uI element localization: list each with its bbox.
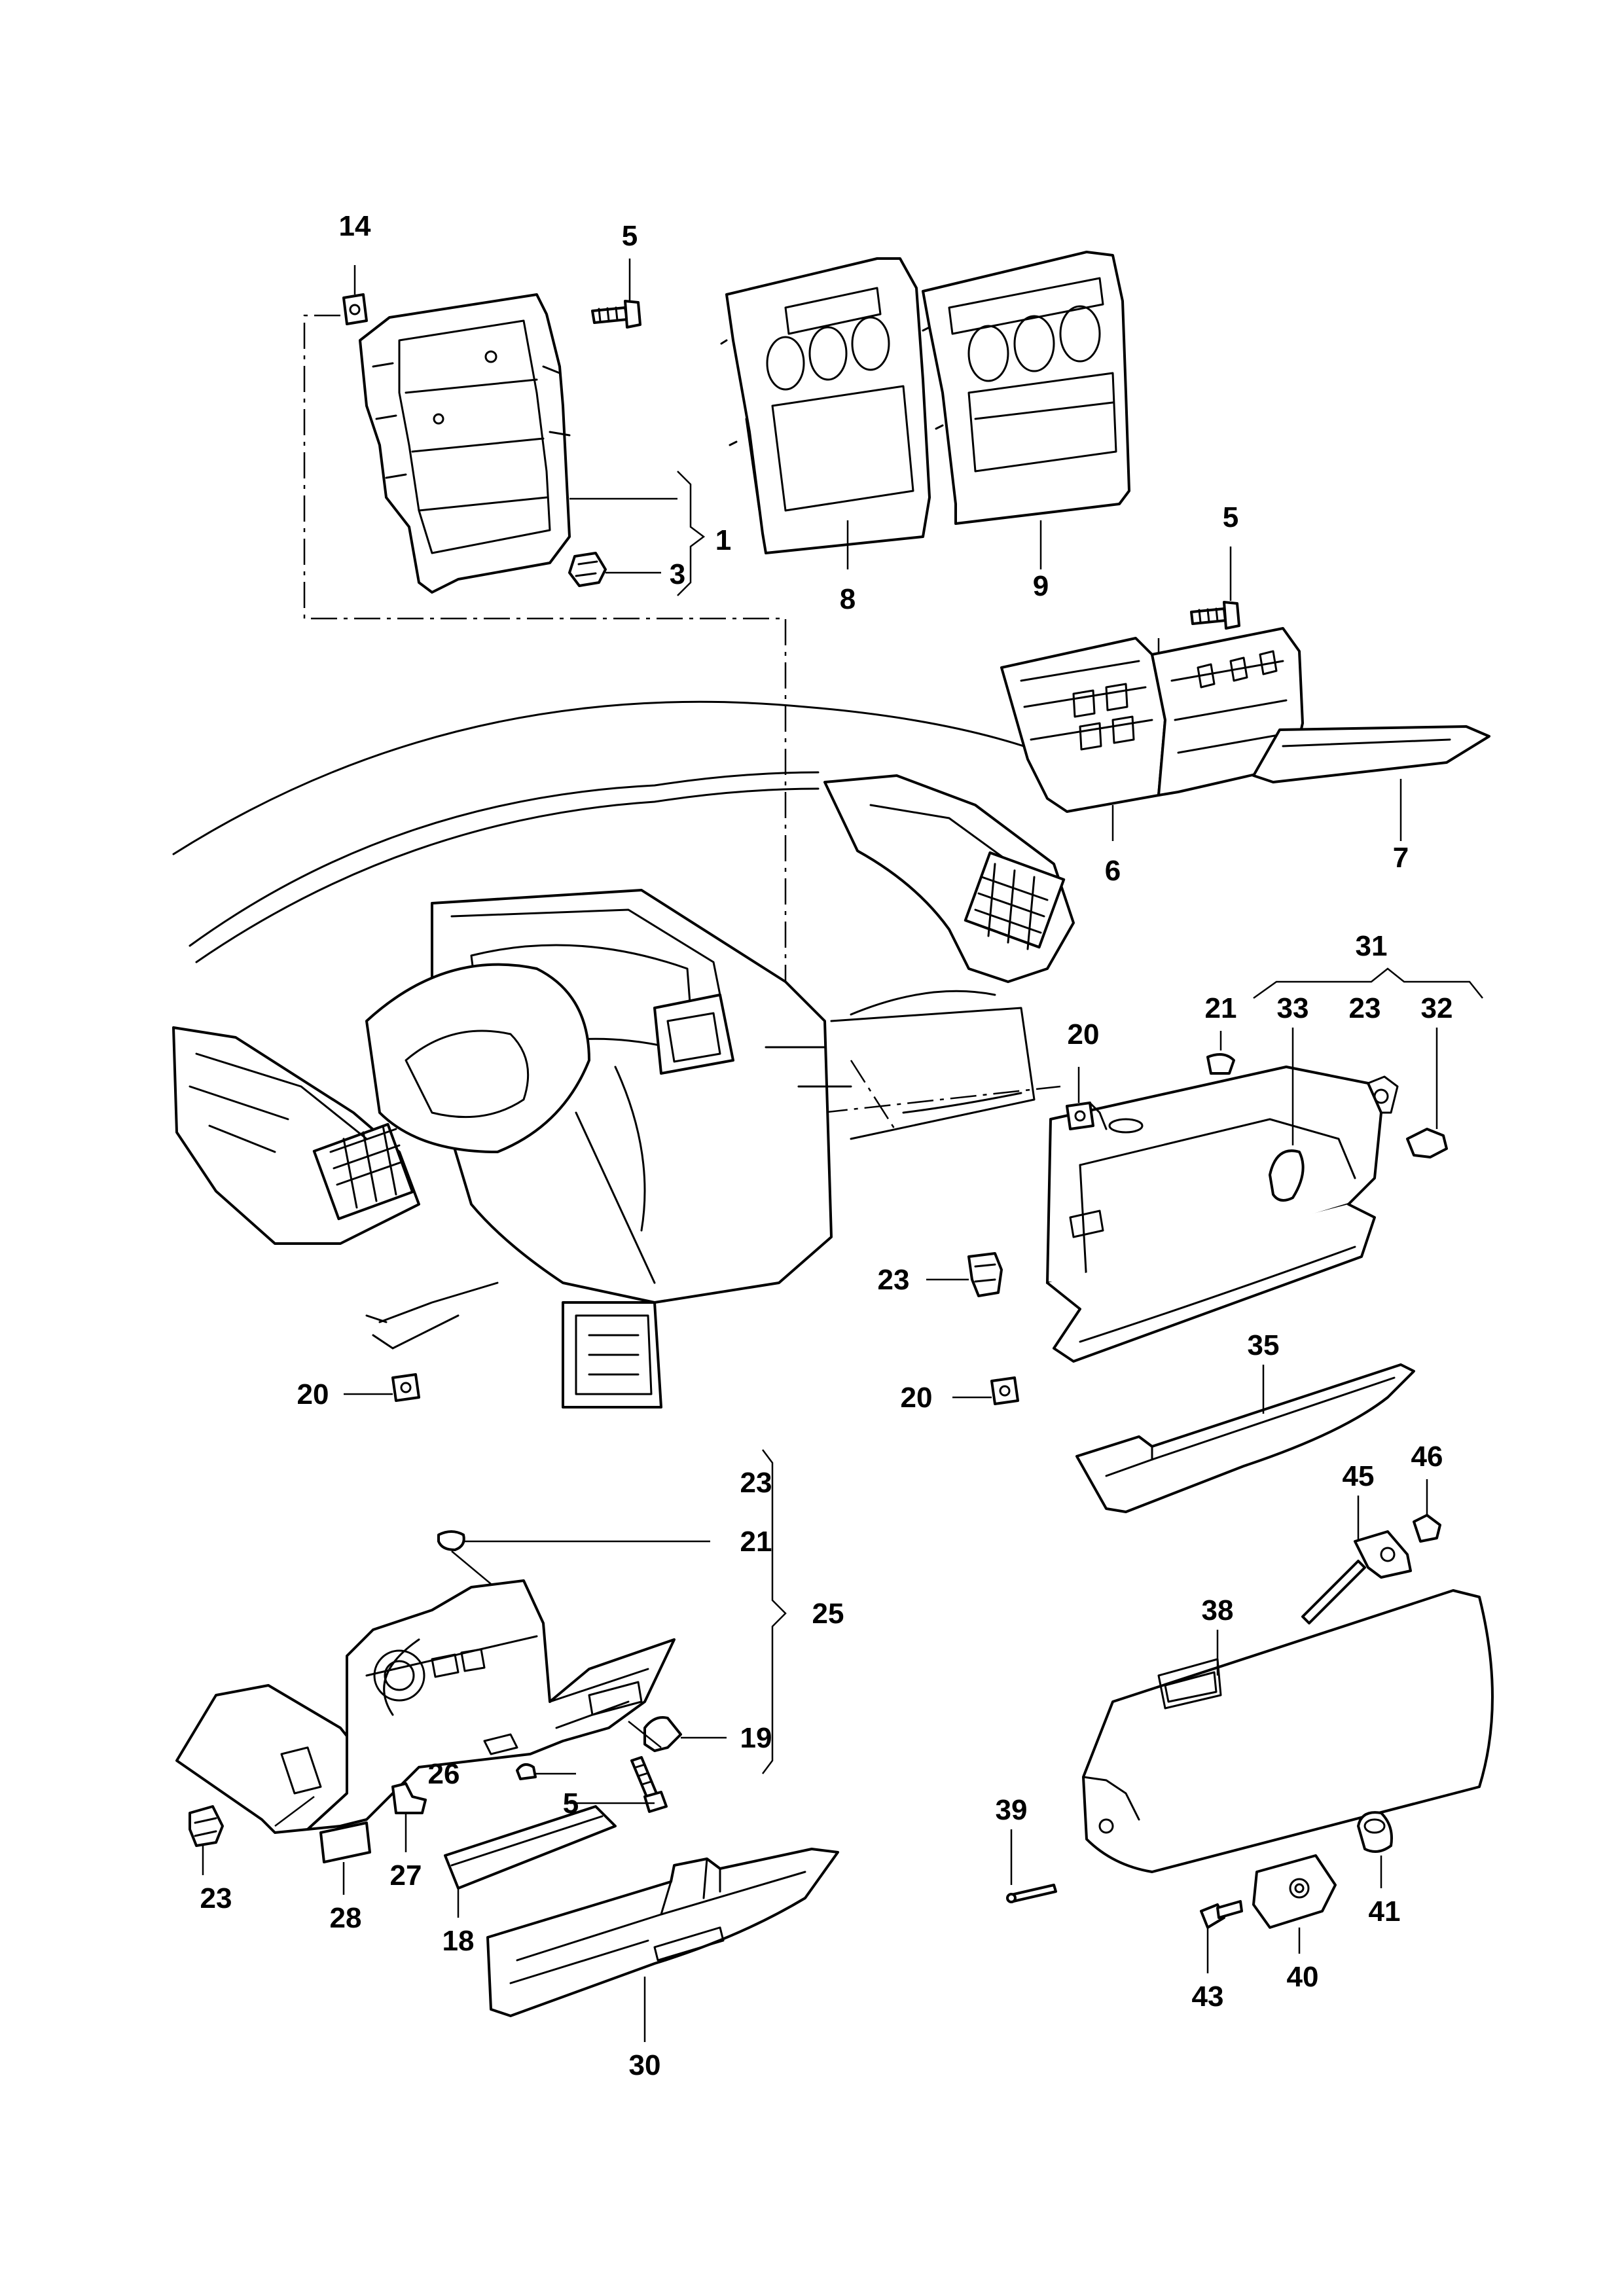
part-3-clip [568, 552, 607, 587]
callout-27: 27 [390, 1859, 422, 1892]
callout-5: 5 [622, 220, 638, 252]
callout-7: 7 [1393, 842, 1409, 874]
part-27-clip [391, 1782, 427, 1814]
callout-31: 31 [1356, 930, 1388, 962]
part-23-clip-glovebox [967, 1252, 1003, 1297]
part-28-cover [319, 1821, 371, 1863]
part-41-bushing [1357, 1811, 1393, 1853]
part-20-clip-lower-left [391, 1373, 420, 1402]
part-14-clip [342, 293, 368, 325]
part-39-pin [1006, 1884, 1057, 1903]
callout-9: 9 [1033, 570, 1049, 602]
callout-8: 8 [840, 583, 856, 615]
dashboard-assembly [172, 700, 1075, 1408]
callout-32: 32 [1421, 992, 1453, 1024]
callout-19: 19 [740, 1722, 772, 1754]
part-32-bumper [1406, 1128, 1448, 1158]
callout-41: 41 [1369, 1895, 1401, 1928]
part-20-clip-upper [1066, 1102, 1108, 1130]
callout-40: 40 [1287, 1961, 1319, 1993]
part-9-trim-panel [922, 251, 1130, 525]
callout-21-lower: 21 [740, 1526, 772, 1558]
callout-20-right: 20 [901, 1382, 933, 1414]
callout-45: 45 [1343, 1460, 1375, 1492]
part-23d-clip [189, 1805, 224, 1847]
part-5b-screw [1190, 601, 1240, 630]
part-30-glovebox-tray [486, 1848, 839, 2017]
part-19-clip [643, 1716, 682, 1752]
callout-28: 28 [330, 1902, 362, 1934]
part-20-clip-lower-right [990, 1376, 1019, 1405]
part-1-center-console-frame [359, 293, 571, 594]
callout-20-upper: 20 [1068, 1018, 1100, 1050]
part-26-pin [516, 1763, 537, 1780]
part-38-glovebox-lid [1082, 1589, 1494, 1873]
callout-18: 18 [442, 1925, 475, 1957]
part-35-shelf [1075, 1363, 1415, 1513]
assembly-braces [677, 471, 1483, 1774]
callout-5-right: 5 [1223, 501, 1238, 533]
part-21b-clip [437, 1530, 465, 1551]
callout-5-lower: 5 [563, 1787, 579, 1820]
callout-33: 33 [1277, 992, 1309, 1024]
part-46-lock-cap [1413, 1514, 1441, 1543]
callout-20-left: 20 [297, 1378, 329, 1410]
callout-23-lower: 23 [740, 1467, 772, 1499]
part-33-glovebox-frame [1046, 1066, 1399, 1363]
callout-labels: 14 5 1 3 8 9 5 6 7 31 21 33 23 32 20 23 … [200, 210, 1453, 2081]
callout-26: 26 [428, 1758, 460, 1790]
callout-3: 3 [670, 558, 685, 590]
callout-35: 35 [1248, 1329, 1280, 1361]
callout-14: 14 [339, 210, 371, 242]
part-25-glovebox-body [175, 1579, 676, 1834]
callout-1: 1 [715, 524, 731, 556]
part-7-cover-plate [1252, 725, 1490, 783]
part-43-screw [1200, 1900, 1243, 1929]
callout-46: 46 [1411, 1441, 1443, 1473]
callout-6: 6 [1105, 855, 1121, 887]
callout-43: 43 [1192, 1981, 1224, 2013]
callout-21: 21 [1205, 992, 1237, 1024]
part-45-lock-rod [1301, 1530, 1412, 1624]
part-5-screw [591, 300, 641, 329]
part-5c-screw [630, 1756, 668, 1813]
callout-23-bottom: 23 [200, 1882, 232, 1914]
part-40-lock-housing [1252, 1854, 1337, 1929]
callout-23-glovebox: 23 [878, 1264, 910, 1296]
part-18-liner [444, 1805, 617, 1890]
callout-30: 30 [629, 2049, 661, 2081]
callout-38: 38 [1202, 1594, 1234, 1626]
callout-25: 25 [812, 1598, 844, 1630]
part-6-vent-housing [1000, 627, 1304, 813]
callout-23: 23 [1349, 992, 1381, 1024]
callout-39: 39 [996, 1794, 1028, 1826]
part-8-trim-panel [720, 257, 931, 554]
part-21-clip [1206, 1053, 1235, 1075]
leader-lines [202, 259, 1438, 2042]
